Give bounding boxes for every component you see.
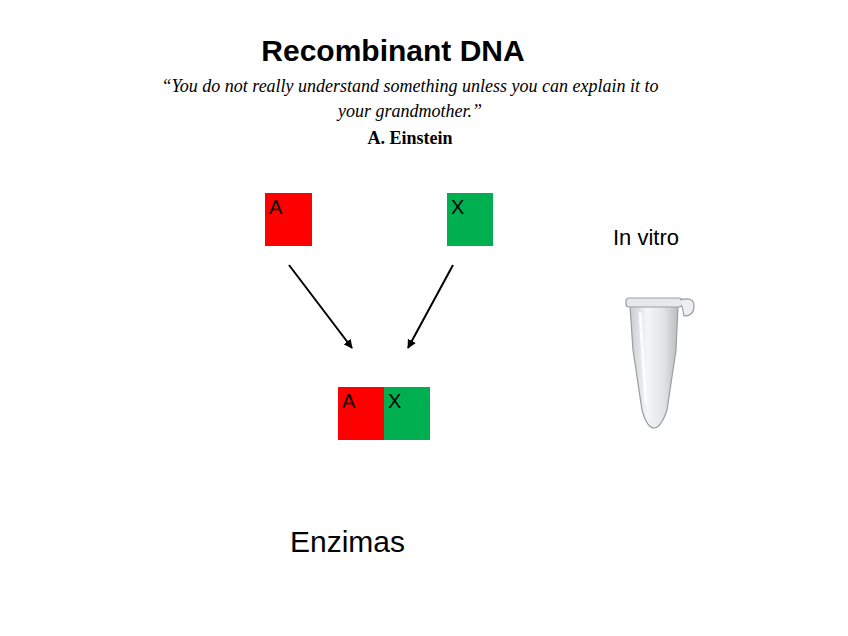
fragment-box: A: [265, 193, 312, 246]
tube-cap: [680, 299, 694, 316]
process-label: Enzimas: [290, 525, 405, 559]
title: Recombinant DNA: [261, 34, 524, 68]
fragment-label: X: [384, 387, 401, 413]
fragment-box: X: [384, 387, 430, 440]
fragment-label: A: [338, 387, 355, 413]
tube-icon: [626, 298, 694, 428]
connector-arrow: [408, 265, 453, 348]
fragment-box: X: [447, 193, 493, 246]
fragment-box: A: [338, 387, 384, 440]
quote-author: A. Einstein: [367, 128, 452, 149]
fragment-label: A: [265, 193, 282, 219]
quote: “You do not really understand something …: [160, 74, 660, 124]
tube-body: [630, 306, 678, 428]
tube-rim: [626, 298, 682, 307]
tube-shine: [640, 312, 646, 404]
fragment-label: X: [447, 193, 464, 219]
condition-label: In vitro: [613, 225, 679, 251]
connector-arrow: [289, 265, 352, 348]
